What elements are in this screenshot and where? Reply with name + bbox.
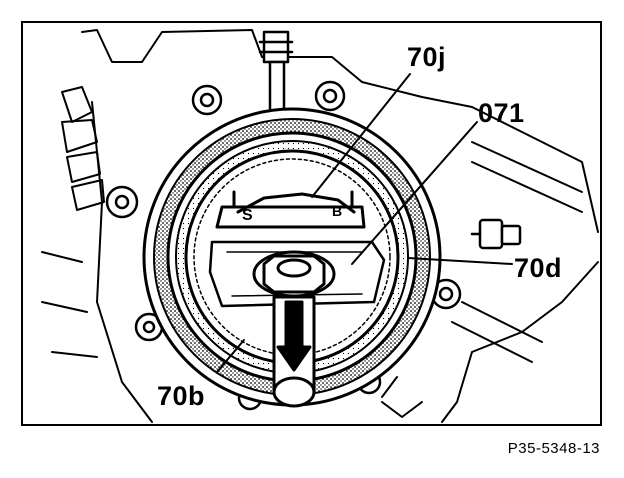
diagram-frame: S B xyxy=(21,21,602,426)
svg-text:B: B xyxy=(332,203,342,219)
center-hub xyxy=(252,250,336,298)
engine-housing xyxy=(41,29,599,423)
callout-70b: 70b xyxy=(157,381,206,411)
leader-lines xyxy=(216,73,513,373)
wrench-handle xyxy=(272,295,316,408)
figure-reference: P35-5348-13 xyxy=(507,440,600,457)
callout-70j: 70j xyxy=(407,42,447,72)
callout-071: 071 xyxy=(478,98,525,128)
sensor-plug xyxy=(470,218,522,250)
mounting-bolts xyxy=(105,80,462,411)
technical-illustration: S B xyxy=(41,29,599,423)
svg-text:S: S xyxy=(242,207,253,224)
callout-70d: 70d xyxy=(514,253,563,283)
